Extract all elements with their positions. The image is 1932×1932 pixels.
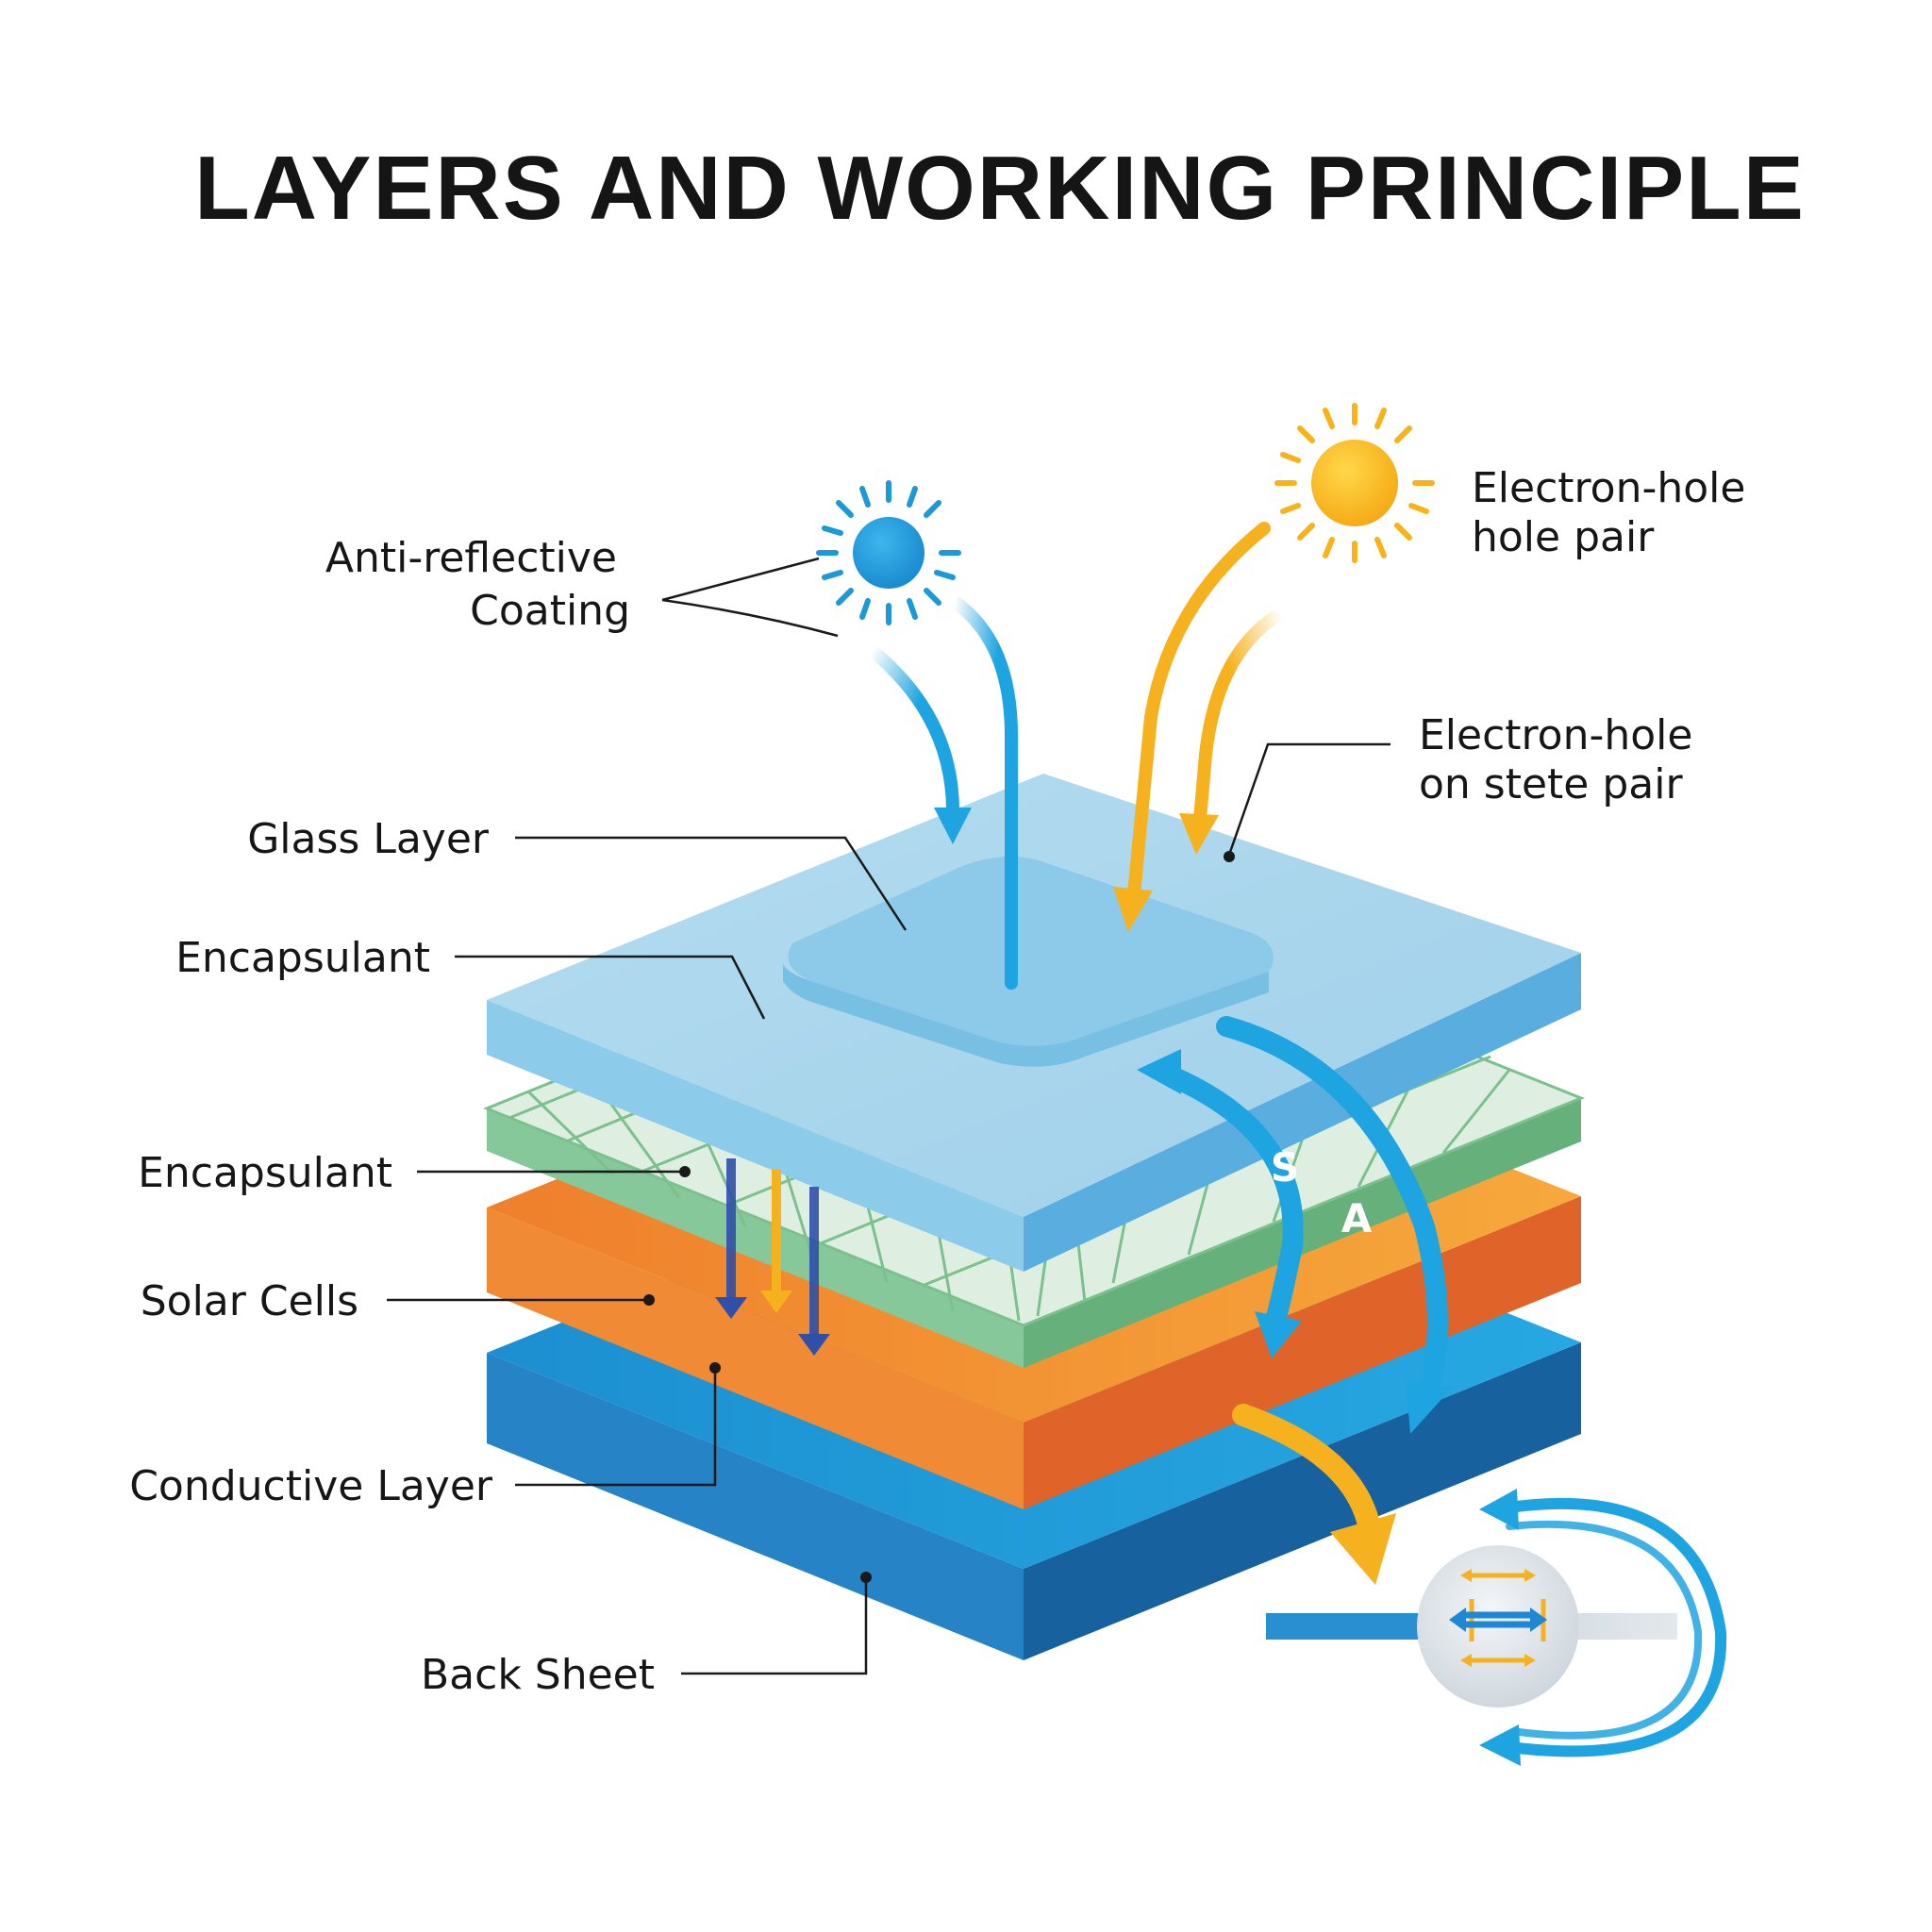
labels: Anti-reflective Coating Glass Layer Enca… — [129, 464, 1758, 1699]
blue-light-arrow-1 — [866, 644, 959, 818]
label-encapsulant-top: Encapsulant — [175, 934, 430, 982]
node-arrows-icon — [1449, 1569, 1547, 1667]
label-electron-hole-pair-mid: Electron-hole on stete pair — [1419, 711, 1706, 808]
label-electron-hole-pair-top: Electron-hole hole pair — [1472, 464, 1758, 561]
blue-light-arrow-2 — [948, 595, 1018, 990]
blue-arrowhead-1 — [934, 808, 972, 844]
label-conductive-layer: Conductive Layer — [129, 1462, 493, 1510]
flow-letter-s: S — [1271, 1144, 1299, 1191]
circulation-arrows — [1137, 1016, 1453, 1585]
flow-arrow-yellow — [1232, 1404, 1379, 1532]
anti-reflective-pad — [788, 857, 1274, 1046]
yellow-light-arrow-1 — [1127, 522, 1271, 901]
label-anti-reflective: Anti-reflective Coating — [325, 534, 630, 635]
yellow-arrowhead-2 — [1179, 813, 1219, 855]
yellow-light-arrow-2 — [1193, 607, 1288, 825]
return-loop-arrows — [1479, 1489, 1727, 1766]
circuit-node — [1266, 1489, 1727, 1766]
page-title: LAYERS AND WORKING PRINCIPLE — [194, 138, 1806, 239]
yellow-sun-icon — [1274, 403, 1435, 563]
blue-sun-icon — [816, 480, 961, 625]
flow-arrow-left — [1159, 1065, 1304, 1331]
glass-layer — [487, 774, 1581, 1272]
label-solar-cells: Solar Cells — [141, 1277, 358, 1325]
flow-letter-a: A — [1341, 1195, 1373, 1241]
yellow-arrowhead-1 — [1113, 887, 1153, 932]
label-glass-layer: Glass Layer — [247, 815, 490, 863]
leader-lines — [387, 557, 1391, 1675]
downward-charge-arrows — [715, 1158, 830, 1356]
label-encapsulant-mid: Encapsulant — [138, 1149, 392, 1197]
label-back-sheet: Back Sheet — [421, 1651, 655, 1699]
incoming-light-arrows — [866, 522, 1288, 990]
flow-arrow-right — [1216, 1016, 1448, 1397]
